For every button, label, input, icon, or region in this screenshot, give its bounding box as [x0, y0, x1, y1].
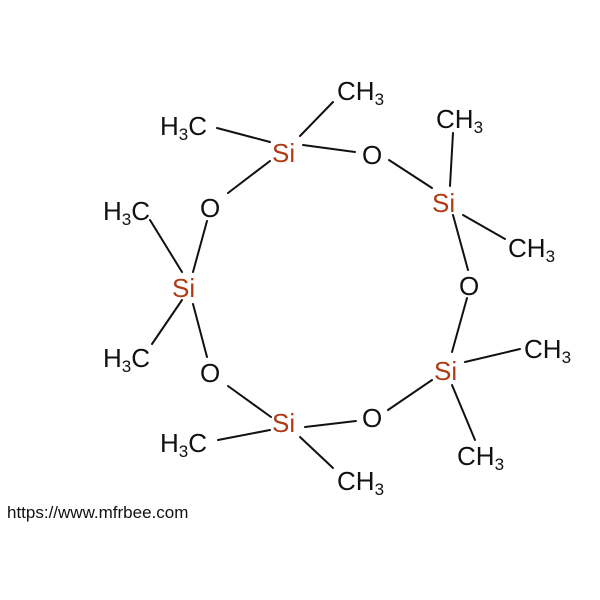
bond-o4-si5	[192, 303, 208, 358]
silicon-atom: Si	[172, 273, 196, 303]
oxygen-atom: O	[200, 193, 221, 223]
bond-si4-me-lower	[299, 436, 334, 469]
bond-si1-me-left	[216, 127, 271, 143]
watermark-url: https://www.mfrbee.com	[7, 503, 189, 522]
methyl-group: H3C	[103, 196, 151, 229]
methyl-group: H3C	[160, 428, 208, 461]
bond-si2-o2	[452, 214, 469, 271]
bond-si1-me-upper	[299, 101, 334, 137]
bond-o5-si1	[227, 160, 271, 194]
silicon-atom: Si	[272, 408, 296, 438]
methyl-group: CH3	[337, 466, 385, 499]
methyl-group: CH3	[337, 76, 385, 109]
bond-si3-me-lower	[451, 384, 476, 441]
bond-si5-me-upper	[149, 219, 183, 273]
oxygen-atom: O	[362, 140, 383, 170]
bond-si5-me-lower	[151, 299, 183, 345]
bond-si1-o1	[302, 144, 356, 153]
silicon-atom: Si	[272, 138, 296, 168]
methyl-group: CH3	[524, 334, 572, 367]
oxygen-atom: O	[459, 271, 480, 301]
bond-si2-me-lower	[462, 214, 506, 240]
bond-si3-me-right	[464, 348, 521, 363]
bond-o2-si3	[451, 297, 468, 353]
methyl-group: CH3	[508, 233, 556, 266]
oxygen-atom: O	[362, 403, 383, 433]
bond-si2-me-upper	[449, 132, 454, 187]
silicon-atom: Si	[432, 188, 456, 218]
silicon-atom: Si	[434, 356, 458, 386]
bond-si5-o5	[192, 220, 208, 273]
methyl-group: CH3	[436, 104, 484, 137]
bond-o1-si2	[388, 159, 433, 189]
bond-o3-si4	[304, 420, 357, 428]
bond-si3-o3	[387, 379, 433, 411]
bond-si4-o4	[227, 385, 272, 418]
methyl-group: H3C	[103, 343, 151, 376]
methyl-group: CH3	[457, 441, 505, 474]
oxygen-atom: O	[200, 358, 221, 388]
bond-si4-me-left	[217, 429, 271, 441]
methyl-group: H3C	[160, 111, 208, 144]
